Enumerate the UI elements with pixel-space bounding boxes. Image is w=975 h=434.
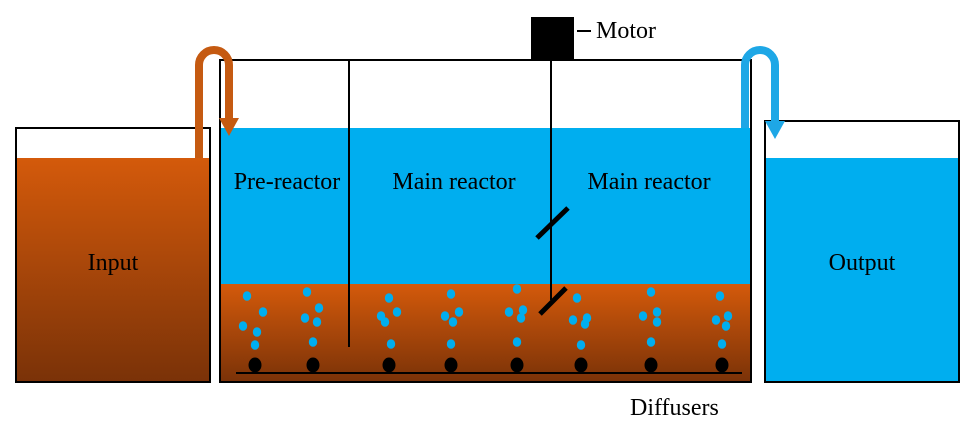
air-bubble: [518, 305, 528, 315]
air-bubble: [646, 287, 656, 297]
air-bubble: [386, 339, 396, 349]
motor-block: [531, 17, 574, 60]
air-bubble: [576, 340, 586, 350]
air-bubble: [384, 293, 394, 303]
diffusers-group: [248, 357, 729, 373]
air-bubble: [516, 313, 526, 323]
reactor-sludge-layer: [220, 284, 751, 382]
diffuser-icon: [574, 357, 588, 373]
stirrer-blade-upper: [535, 206, 570, 240]
air-bubble: [638, 311, 648, 321]
diffuser-icon: [248, 357, 262, 373]
output-tank-outline: [764, 120, 960, 383]
air-bubble: [652, 317, 662, 327]
air-bubble: [300, 313, 310, 323]
air-bubble: [380, 317, 390, 327]
reactor-water-layer: [220, 128, 751, 284]
output-tank: [764, 120, 960, 383]
air-bubble: [717, 339, 727, 349]
air-bubble: [454, 307, 464, 317]
stirrer-assembly: [531, 17, 591, 316]
output-water: [765, 158, 959, 382]
air-bubble: [250, 340, 260, 350]
air-bubble: [258, 307, 268, 317]
air-bubble: [446, 339, 456, 349]
air-bubble: [504, 307, 514, 317]
air-bubble: [242, 291, 252, 301]
air-bubble: [446, 289, 456, 299]
air-bubble: [711, 315, 721, 325]
input-tank: [15, 127, 211, 383]
main-reactor-label-2: Main reactor: [587, 169, 710, 195]
input-tank-outline: [15, 127, 211, 383]
diffuser-icon: [715, 357, 729, 373]
outlet-arrow-head: [765, 121, 785, 139]
air-bubble: [448, 317, 458, 327]
air-bubble: [312, 317, 322, 327]
air-bubble: [652, 307, 662, 317]
inlet-pipe-body: [195, 46, 233, 158]
air-bubble: [512, 284, 522, 294]
reactor-tank: [219, 59, 752, 383]
output-label: Output: [829, 250, 896, 276]
motor-label: Motor: [596, 18, 656, 44]
input-label: Input: [88, 250, 139, 276]
diffusers-label: Diffusers: [630, 395, 719, 421]
reactor-tank-outline: [219, 59, 752, 383]
air-bubble: [580, 319, 590, 329]
main-reactor-label-1: Main reactor: [392, 169, 515, 195]
diffuser-icon: [510, 357, 524, 373]
air-bubble: [721, 321, 731, 331]
air-bubble: [512, 337, 522, 347]
air-bubble: [715, 291, 725, 301]
air-bubble: [252, 327, 262, 337]
air-bubble: [392, 307, 402, 317]
air-bubble: [314, 303, 324, 313]
air-bubble: [308, 337, 318, 347]
air-bubble: [302, 287, 312, 297]
inlet-pipe: [195, 46, 239, 158]
diffuser-icon: [444, 357, 458, 373]
diffuser-icon: [306, 357, 320, 373]
diffuser-icon: [644, 357, 658, 373]
pre-reactor-label: Pre-reactor: [234, 169, 341, 195]
air-bubble: [572, 293, 582, 303]
diffuser-icon: [382, 357, 396, 373]
air-bubble: [238, 321, 248, 331]
air-bubble: [440, 311, 450, 321]
input-sludge: [16, 158, 210, 382]
stirrer-blade-lower: [538, 286, 568, 316]
outlet-pipe: [741, 46, 785, 139]
air-bubble: [568, 315, 578, 325]
air-bubble: [646, 337, 656, 347]
inlet-arrow-head: [219, 118, 239, 136]
outlet-pipe-body: [741, 46, 779, 128]
air-bubble: [723, 311, 733, 321]
bubbles-group: [238, 284, 733, 350]
